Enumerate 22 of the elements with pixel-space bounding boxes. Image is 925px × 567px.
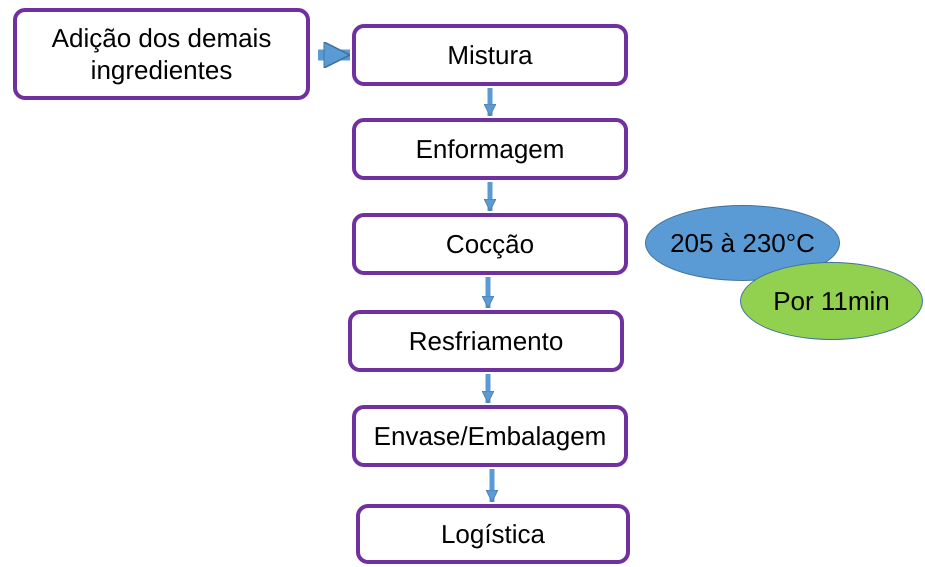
arrow bbox=[482, 374, 494, 404]
node-label: Enformagem bbox=[416, 132, 564, 166]
arrow bbox=[484, 182, 496, 212]
process-box bbox=[352, 24, 628, 86]
node-label: Por 11min bbox=[773, 284, 890, 318]
process-box bbox=[352, 405, 628, 467]
node-label: Logística bbox=[440, 518, 546, 550]
process-box bbox=[13, 8, 310, 100]
node-label: Mistura bbox=[447, 38, 533, 72]
process-box bbox=[356, 504, 630, 564]
process-box bbox=[352, 213, 628, 275]
node-label: Cocção bbox=[446, 228, 534, 260]
node-label: Envase/Embalagem bbox=[374, 420, 606, 452]
arrow bbox=[484, 88, 496, 116]
arrow bbox=[482, 277, 494, 308]
node-label: Adição dos demais ingredientes bbox=[50, 22, 272, 86]
process-box bbox=[348, 310, 624, 372]
node-label: Resfriamento bbox=[408, 324, 564, 358]
node-label: 205 à 230°C bbox=[670, 226, 815, 260]
arrow bbox=[318, 41, 351, 69]
process-box bbox=[352, 118, 628, 180]
arrow bbox=[486, 469, 498, 502]
